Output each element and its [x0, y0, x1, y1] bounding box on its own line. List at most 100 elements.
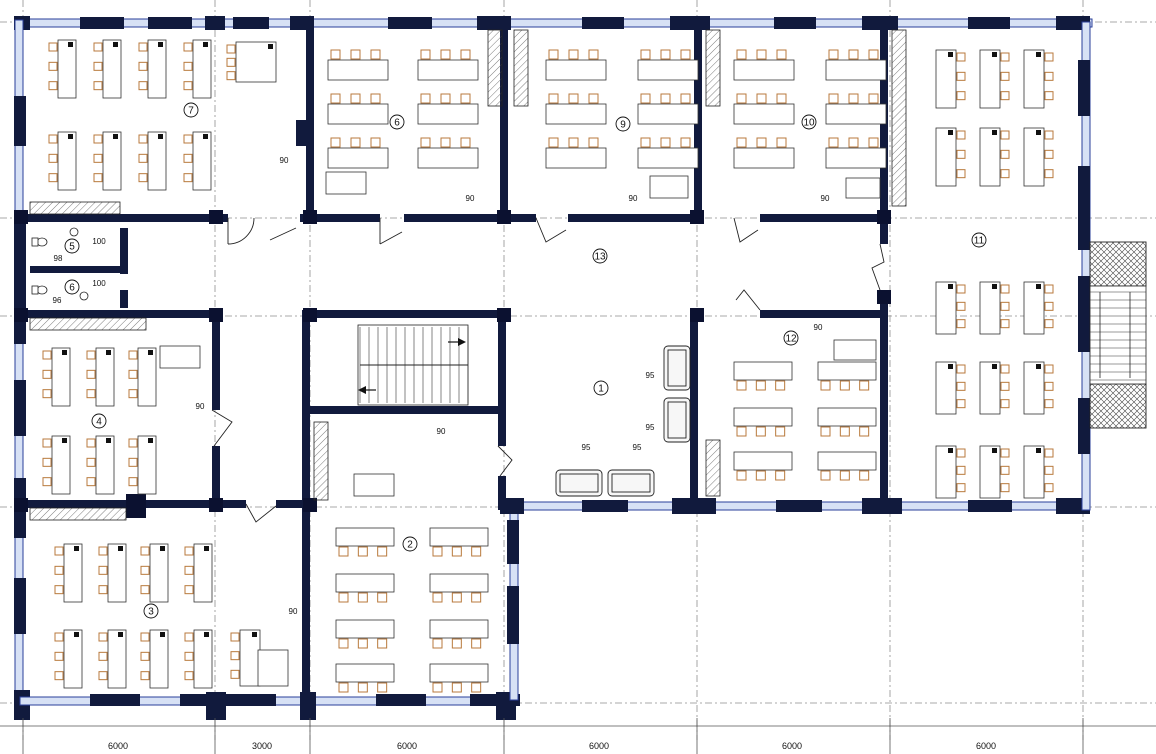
desk-cluster	[86, 347, 115, 407]
desk-cluster	[545, 137, 607, 169]
desk-cluster	[637, 93, 699, 125]
teacher-desk	[257, 649, 289, 687]
desk-cluster	[817, 361, 877, 391]
room-number-text: 11	[974, 236, 985, 247]
desk-cluster	[128, 347, 157, 407]
room-number-5: 5	[64, 238, 80, 254]
desk-cluster	[42, 347, 71, 407]
desk-cluster	[733, 407, 793, 437]
desk-cluster	[1023, 281, 1054, 335]
annotation-label: 90	[437, 427, 446, 436]
room-number-text: 6	[69, 283, 75, 294]
desk-cluster	[138, 131, 167, 191]
room-number-12: 12	[783, 330, 799, 346]
room-number-text: 1	[598, 384, 604, 395]
room-number-text: 6	[394, 118, 400, 129]
desk-cluster	[335, 619, 395, 649]
dimension-text: 6000	[782, 741, 802, 751]
dimension-text: 6000	[589, 741, 609, 751]
exterior-walls	[14, 16, 1093, 720]
desk-cluster	[230, 629, 261, 687]
room-number-4: 4	[91, 413, 107, 429]
lounge-furniture	[555, 345, 691, 497]
desk-cluster	[935, 361, 966, 415]
desk-cluster	[979, 445, 1010, 499]
desk-cluster	[327, 49, 389, 81]
desk-cluster	[1023, 127, 1054, 187]
room-number-text: 5	[69, 242, 75, 253]
annotation-label: 100	[92, 279, 106, 288]
desk-cluster	[54, 543, 83, 603]
desk-cluster	[93, 131, 122, 191]
desk-cluster	[1023, 49, 1054, 109]
desk-cluster	[54, 629, 83, 689]
desk-cluster	[429, 573, 489, 603]
room-number-text: 12	[785, 334, 797, 345]
desk-cluster	[327, 93, 389, 125]
desk-cluster	[183, 131, 212, 191]
desk-cluster	[226, 41, 277, 83]
dimension-text: 6000	[108, 741, 128, 751]
desk-cluster	[979, 49, 1010, 109]
dimension-line	[0, 718, 1156, 754]
annotation-label: 90	[814, 323, 823, 332]
room-number-6: 6	[64, 279, 80, 295]
desk-cluster	[98, 543, 127, 603]
room-number-7: 7	[183, 102, 199, 118]
desk-cluster	[825, 93, 887, 125]
desk-cluster	[817, 407, 877, 437]
room-number-text: 2	[407, 540, 413, 551]
room-number-text: 7	[188, 106, 194, 117]
annotation-label: 90	[466, 194, 475, 203]
annotation-label: 95	[646, 371, 655, 380]
room-number-11: 11	[971, 232, 987, 248]
desk-cluster	[335, 527, 395, 557]
desk-cluster	[86, 435, 115, 495]
room-number-2: 2	[402, 536, 418, 552]
desk-cluster	[128, 435, 157, 495]
room-number-3: 3	[143, 603, 159, 619]
exterior-stair	[1089, 241, 1147, 429]
desk-cluster	[327, 137, 389, 169]
dimension-text: 6000	[397, 741, 417, 751]
desk-cluster	[733, 451, 793, 481]
annotation-label: 96	[53, 296, 62, 305]
room-number-text: 9	[620, 120, 626, 131]
desk-cluster	[98, 629, 127, 689]
desk-cluster	[48, 39, 77, 99]
desk-cluster	[184, 629, 213, 689]
desk-cluster	[825, 137, 887, 169]
dimension-text: 6000	[976, 741, 996, 751]
desk-cluster	[429, 619, 489, 649]
annotation-label: 90	[821, 194, 830, 203]
desk-cluster	[335, 663, 395, 693]
annotation-label: 98	[54, 254, 63, 263]
desk-cluster	[935, 127, 966, 187]
desk-cluster	[545, 49, 607, 81]
desk-cluster	[335, 573, 395, 603]
desk-cluster	[1023, 445, 1054, 499]
desk-cluster	[733, 361, 793, 391]
desk-cluster	[935, 49, 966, 109]
desk-cluster	[979, 127, 1010, 187]
stairs	[357, 324, 469, 406]
desk-cluster	[733, 137, 795, 169]
annotation-label: 90	[280, 156, 289, 165]
teacher-desk	[325, 171, 367, 195]
desk-cluster	[429, 527, 489, 557]
desk-cluster	[184, 543, 213, 603]
desk-cluster	[817, 451, 877, 481]
annotation-label: 95	[633, 443, 642, 452]
desk-cluster	[935, 445, 966, 499]
desk-cluster	[93, 39, 122, 99]
desk-cluster	[417, 49, 479, 81]
desk-cluster	[545, 93, 607, 125]
desk-cluster	[825, 49, 887, 81]
desk-cluster	[140, 543, 169, 603]
desk-cluster	[637, 49, 699, 81]
annotation-label: 90	[196, 402, 205, 411]
desk-cluster	[417, 137, 479, 169]
